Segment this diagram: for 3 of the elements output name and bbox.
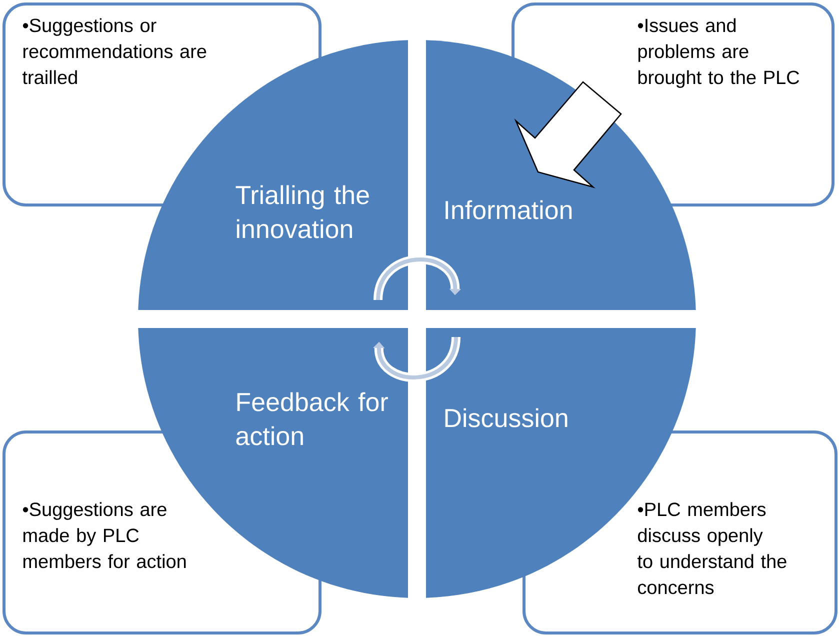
cycle-arrow xyxy=(373,336,460,382)
block-arrow xyxy=(514,81,622,188)
cycle-arrow xyxy=(374,255,461,301)
